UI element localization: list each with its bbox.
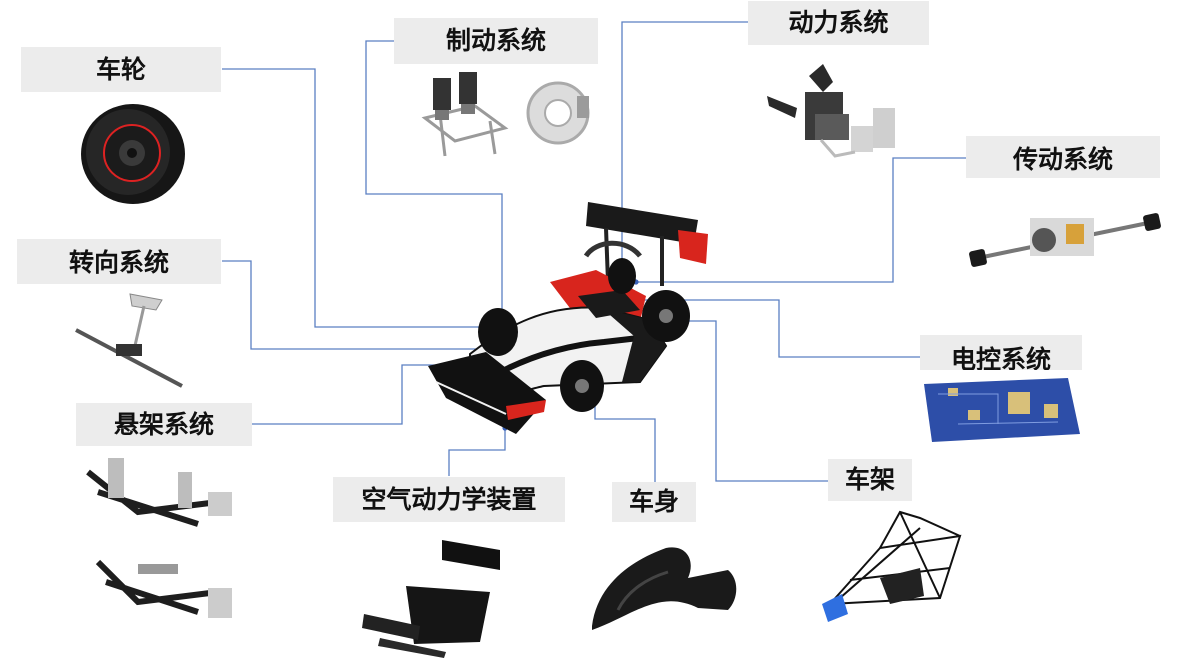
aero-wing-icon bbox=[362, 540, 500, 658]
label-power: 动力系统 bbox=[748, 1, 929, 45]
label-transmission: 传动系统 bbox=[966, 136, 1160, 178]
label-body: 车身 bbox=[612, 482, 696, 522]
tube-frame-icon bbox=[822, 510, 962, 622]
leader-steering bbox=[222, 260, 507, 350]
label-wheel: 车轮 bbox=[21, 47, 221, 92]
label-frame: 车架 bbox=[828, 459, 912, 501]
label-electronics: 电控系统 bbox=[920, 335, 1082, 370]
steering-column-icon bbox=[75, 293, 183, 388]
label-brake: 制动系统 bbox=[394, 18, 598, 64]
drive-shaft-icon bbox=[969, 213, 1161, 267]
leader-wheel bbox=[222, 68, 507, 328]
powertrain-engine-icon bbox=[767, 64, 895, 158]
wheel-icon bbox=[81, 104, 185, 204]
formula-race-car-icon bbox=[428, 202, 708, 434]
leader-brake bbox=[365, 40, 503, 322]
body-shell-icon bbox=[592, 547, 737, 630]
label-suspension: 悬架系统 bbox=[76, 403, 252, 446]
circuit-board-icon bbox=[924, 378, 1080, 442]
label-aero: 空气动力学装置 bbox=[333, 477, 565, 522]
leader-electronics bbox=[632, 299, 920, 358]
suspension-assembly-icon bbox=[86, 458, 232, 618]
label-steering: 转向系统 bbox=[17, 239, 221, 284]
brake-system-icon bbox=[421, 72, 590, 157]
leader-transmission bbox=[636, 157, 966, 283]
leader-aero bbox=[448, 428, 506, 476]
leader-power bbox=[621, 21, 748, 272]
